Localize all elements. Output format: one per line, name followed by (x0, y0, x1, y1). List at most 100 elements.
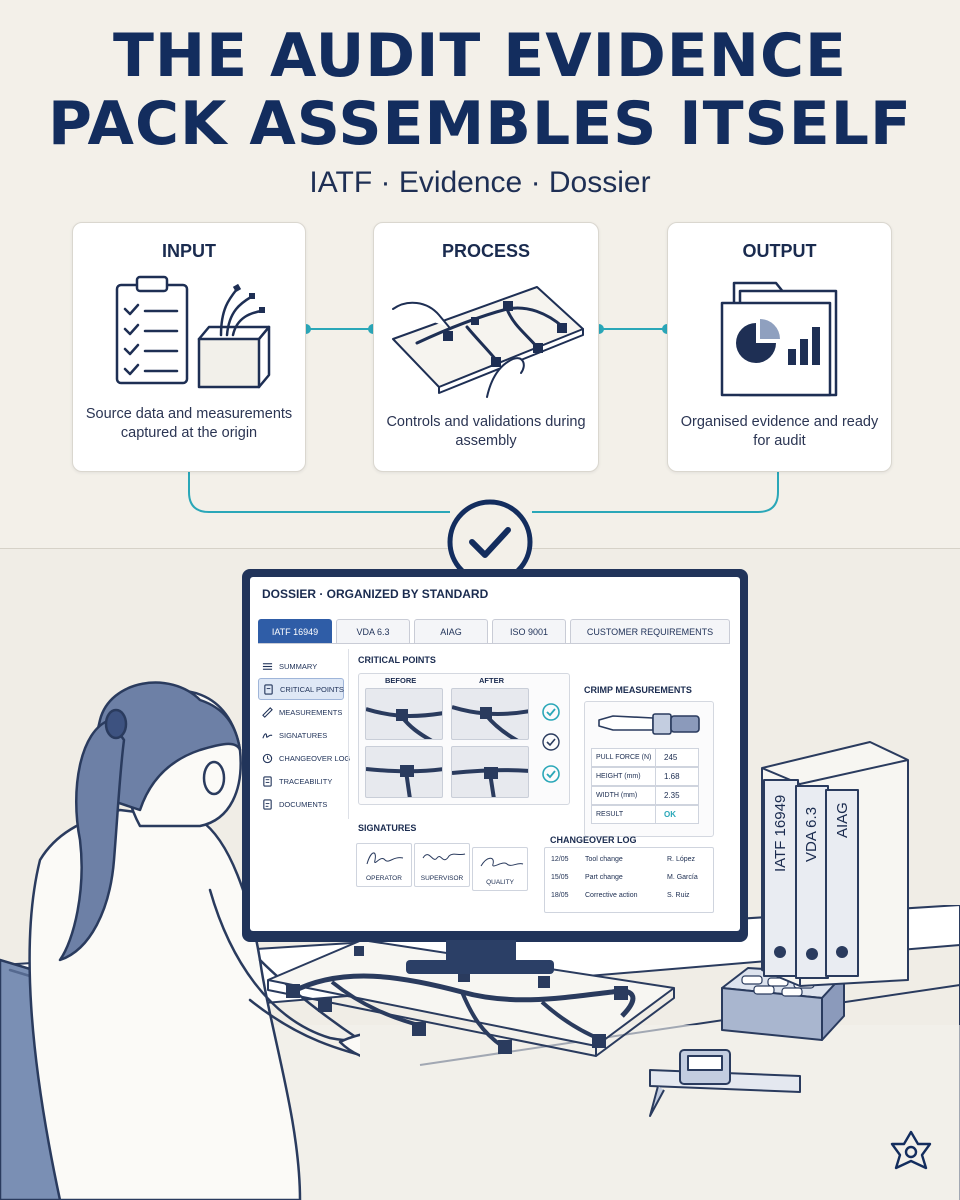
dossier-screen: DOSSIER · ORGANIZED BY STANDARD IATF 169… (250, 577, 740, 931)
nav-item-summary[interactable]: SUMMARY (258, 655, 344, 677)
log-person: R. López (667, 856, 696, 863)
nav-item-label: SUMMARY (279, 661, 318, 671)
log-date: 18/05 (551, 892, 569, 899)
nav-item-measurements[interactable]: MEASUREMENTS (258, 701, 344, 723)
log-row: 12/05 Tool change R. López (551, 856, 709, 870)
check-icon (542, 703, 560, 721)
critical-points-panel: BEFORE AFTER (358, 673, 570, 805)
nav-item-signatures[interactable]: SIGNATURES (258, 724, 344, 746)
assembly-board-hands-icon (392, 286, 584, 398)
nav-item-label: SIGNATURES (279, 730, 328, 740)
document-icon (264, 683, 273, 695)
wire-harness-board (267, 939, 675, 1057)
measurement-key: RESULT (592, 806, 656, 823)
measurement-row-width: WIDTH (mm) 2.35 (591, 786, 699, 805)
measurement-row-result: RESULT OK (591, 805, 699, 824)
input-card-description: Source data and measurements captured at… (85, 406, 293, 441)
monitor-stand-base (406, 960, 554, 974)
clipboard-and-box-icon (115, 275, 271, 389)
measurement-key: HEIGHT (mm) (592, 768, 656, 785)
measurement-value: 2.35 (664, 791, 680, 800)
output-card-description: Organised evidence and ready for audit (680, 414, 879, 449)
signatures-label: SIGNATURES (358, 823, 417, 833)
terminal-box (721, 967, 845, 1041)
report-folder-icon (720, 281, 838, 397)
brand-logo-icon (890, 1130, 932, 1170)
log-event: Part change (585, 874, 623, 881)
check-icon (542, 765, 560, 783)
measurement-row-height: HEIGHT (mm) 1.68 (591, 767, 699, 786)
before-photo-1[interactable] (365, 688, 443, 740)
before-label: BEFORE (385, 676, 417, 685)
critical-points-label: CRITICAL POINTS (358, 655, 436, 665)
signature-operator[interactable]: OPERATOR (356, 843, 412, 887)
measurement-key: WIDTH (mm) (592, 787, 656, 804)
measurement-key: PULL FORCE (N) (592, 749, 656, 766)
result-ok-badge: OK (664, 810, 676, 819)
ruler-icon (262, 706, 273, 718)
signature-role: QUALITY (486, 879, 514, 886)
history-icon (262, 753, 273, 763)
log-person: S. Ruiz (667, 892, 690, 899)
output-card: OUTPUT Organised evidence and ready for … (667, 222, 892, 472)
after-photo-2[interactable] (451, 746, 529, 798)
tab-iso-9001[interactable]: ISO 9001 (492, 619, 566, 643)
tab-iatf-16949[interactable]: IATF 16949 (258, 619, 332, 643)
caliper-tool (649, 1049, 801, 1117)
log-row: 18/05 Corrective action S. Ruiz (551, 892, 709, 906)
page-title-line-2: PACK ASSEMBLES ITSELF (48, 89, 912, 159)
dossier-title: DOSSIER · ORGANIZED BY STANDARD (262, 587, 489, 601)
nav-item-documents[interactable]: DOCUMENTS (258, 793, 344, 815)
crimp-measurements-panel: PULL FORCE (N) 245 HEIGHT (mm) 1.68 WIDT… (584, 701, 714, 837)
dossier-sidenav: SUMMARY CRITICAL POINTS MEASUREMENTS SIG… (258, 655, 350, 816)
nav-item-label: CRITICAL POINTS (280, 684, 344, 694)
list-icon (262, 662, 273, 670)
crimp-terminal-icon (598, 713, 700, 735)
signature-role: SUPERVISOR (420, 875, 464, 882)
measurement-value: 245 (664, 753, 678, 762)
sidenav-divider (348, 649, 349, 819)
log-date: 15/05 (551, 874, 569, 881)
nav-item-critical-points[interactable]: CRITICAL POINTS (258, 678, 344, 700)
input-card: INPUT Source data and measurements captu… (72, 222, 306, 472)
tab-aiag[interactable]: AIAG (414, 619, 488, 643)
input-card-title: INPUT (162, 241, 216, 261)
check-icon (542, 733, 560, 751)
tab-divider (258, 643, 730, 644)
signature-icon (262, 732, 273, 738)
output-card-title: OUTPUT (742, 241, 817, 261)
log-event: Corrective action (585, 892, 638, 899)
nav-item-traceability[interactable]: TRACEABILITY (258, 770, 344, 792)
crimp-measurements-label: CRIMP MEASUREMENTS (584, 685, 692, 695)
file-icon (263, 798, 272, 810)
signature-quality[interactable]: QUALITY (472, 847, 528, 891)
standard-tabs: IATF 16949 VDA 6.3 AIAG ISO 9001 CUSTOME… (258, 619, 730, 643)
after-photo-1[interactable] (451, 688, 529, 740)
nav-item-label: TRACEABILITY (279, 776, 333, 786)
signature-supervisor[interactable]: SUPERVISOR (414, 843, 470, 887)
standard-binders (761, 741, 909, 987)
log-person: M. García (667, 874, 698, 881)
measurement-row-pull-force: PULL FORCE (N) 245 (591, 748, 699, 767)
binder-label-iatf: IATF 16949 (772, 794, 789, 872)
process-card-title: PROCESS (441, 241, 531, 261)
before-photo-2[interactable] (365, 746, 443, 798)
changeover-log-panel: 12/05 Tool change R. López 15/05 Part ch… (544, 847, 714, 913)
log-row: 15/05 Part change M. García (551, 874, 709, 888)
binder-label-aiag: AIAG (834, 802, 851, 838)
nav-item-changeover-log[interactable]: CHANGEOVER LOG (258, 747, 350, 769)
after-label: AFTER (479, 676, 504, 685)
page-subtitle: IATF · Evidence · Dossier (309, 166, 651, 199)
nav-item-label: DOCUMENTS (279, 799, 328, 809)
nav-item-label: MEASUREMENTS (279, 707, 343, 717)
operator-woman-illustration (0, 681, 360, 1200)
measurement-value: 1.68 (664, 772, 680, 781)
tab-vda-6-3[interactable]: VDA 6.3 (336, 619, 410, 643)
document-icon (263, 775, 272, 787)
page-title-line-1: THE AUDIT EVIDENCE (112, 21, 848, 91)
check-circle-icon (447, 499, 533, 585)
log-date: 12/05 (551, 856, 569, 863)
log-event: Tool change (585, 856, 623, 863)
nav-item-label: CHANGEOVER LOG (279, 753, 351, 763)
tab-customer-requirements[interactable]: CUSTOMER REQUIREMENTS (570, 619, 730, 643)
